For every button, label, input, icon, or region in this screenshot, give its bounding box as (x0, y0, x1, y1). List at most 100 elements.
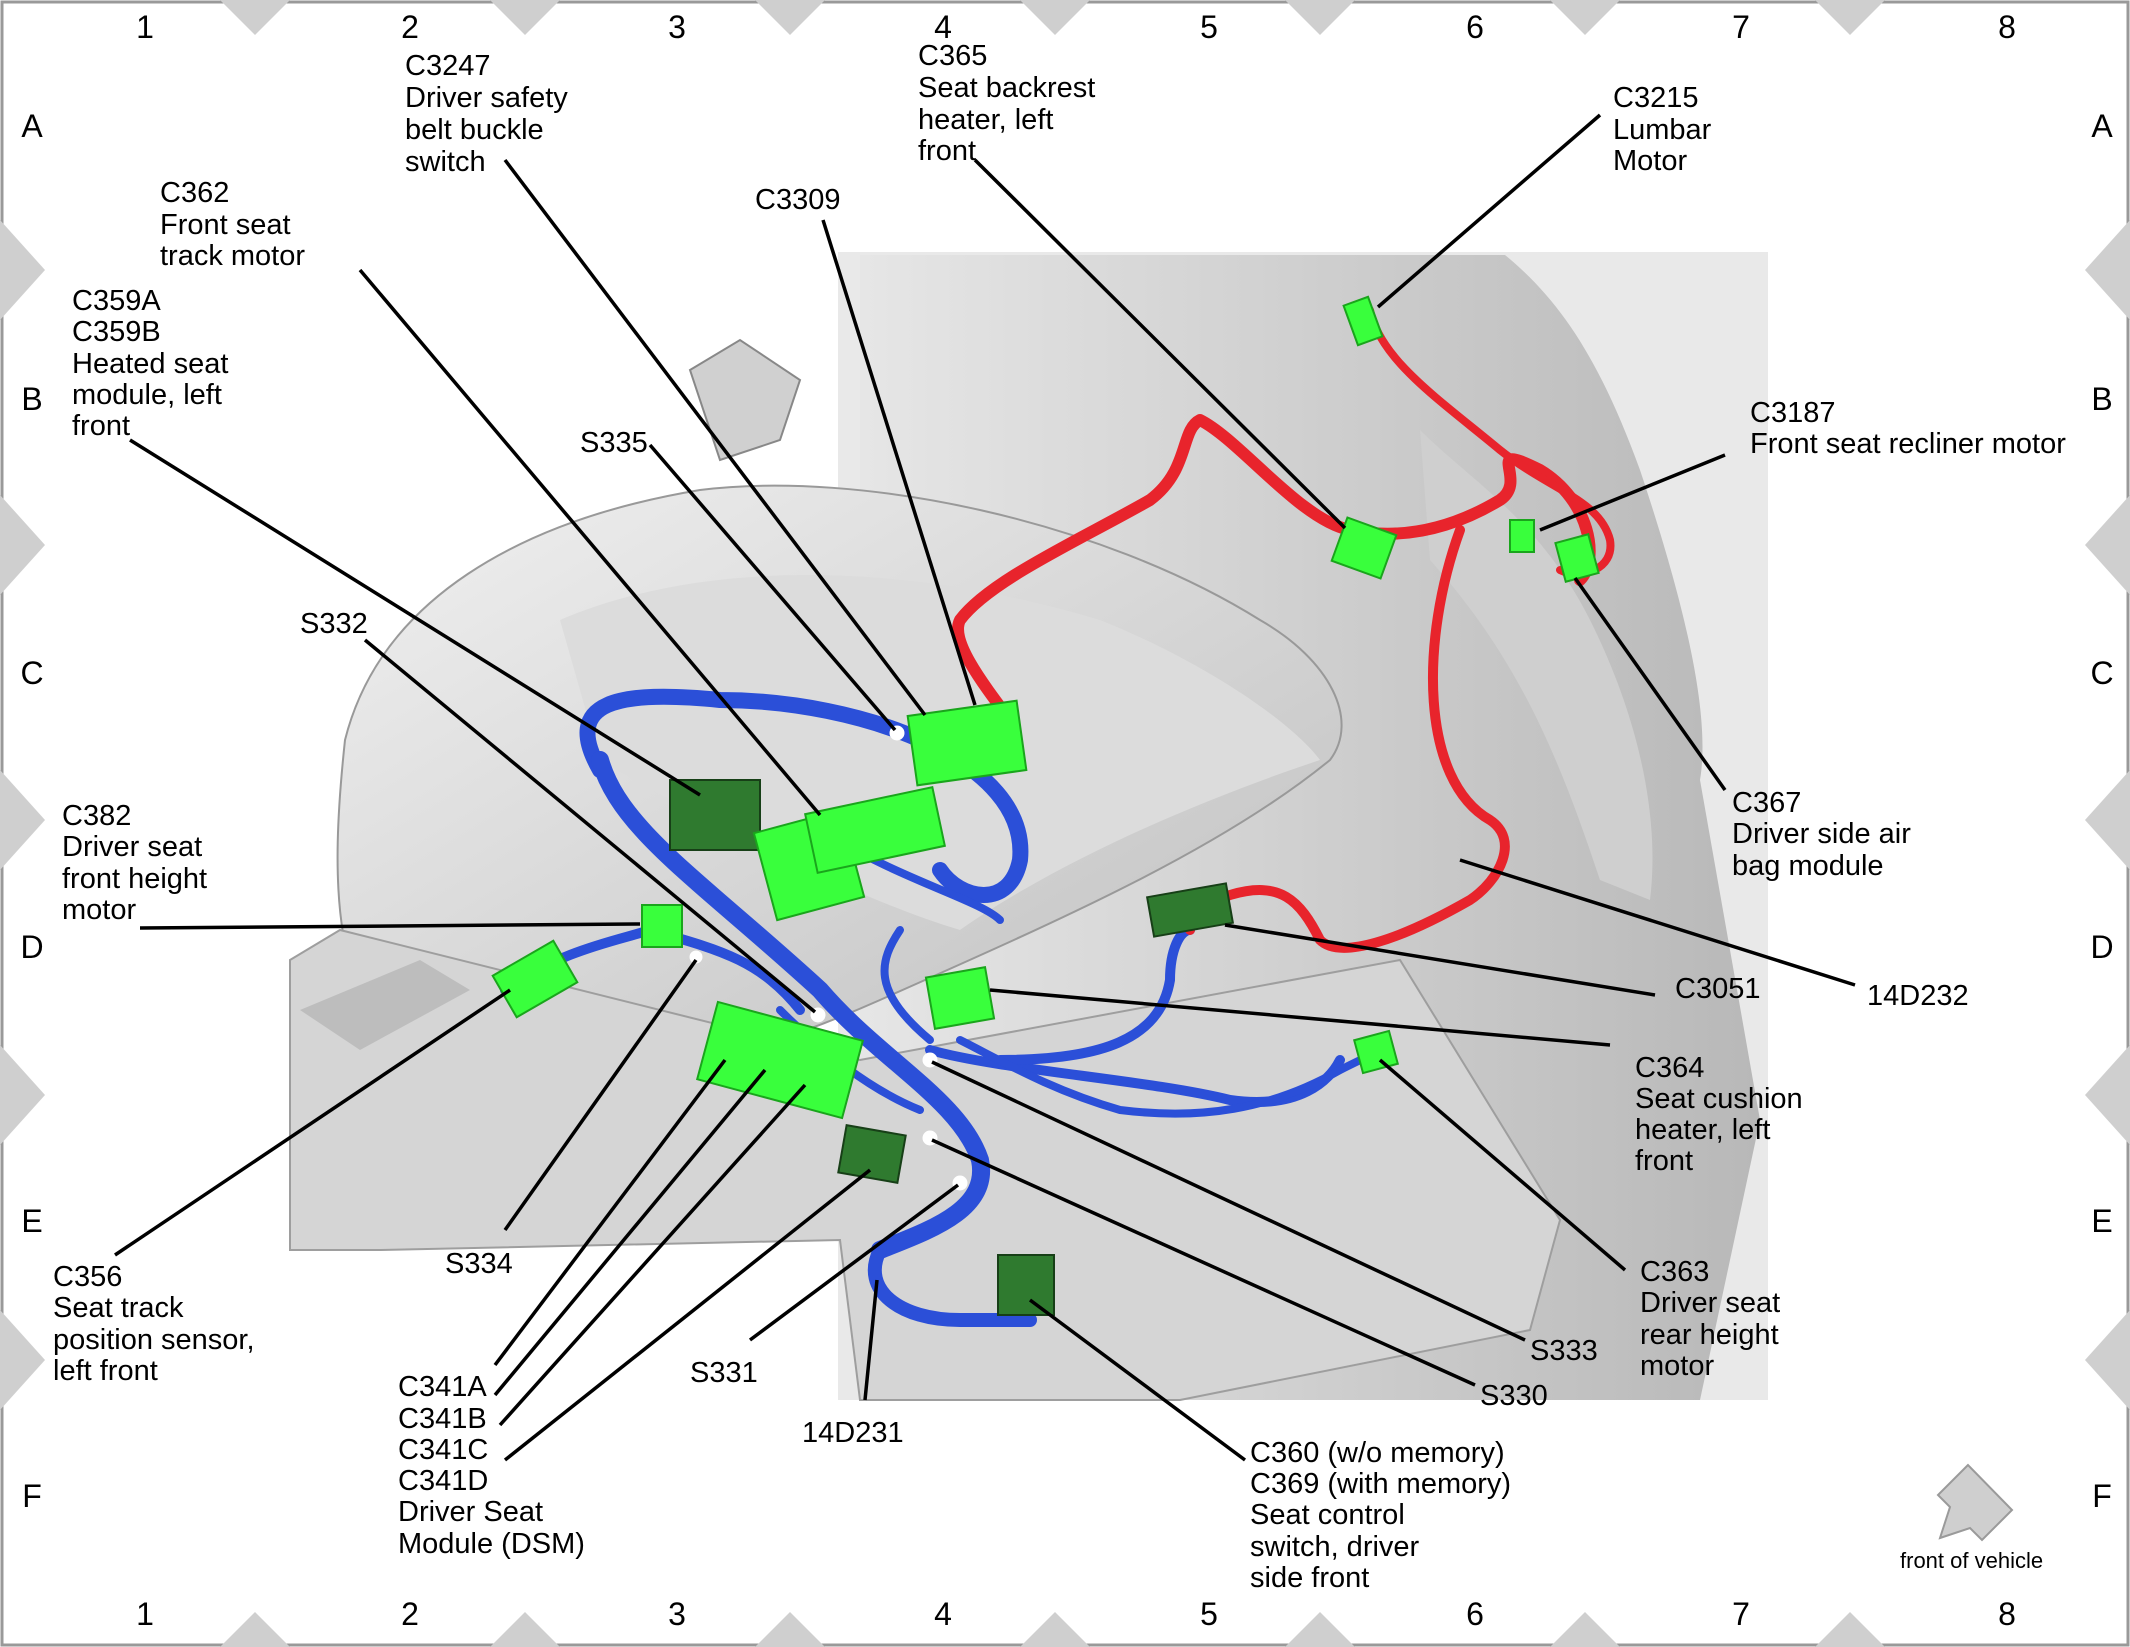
label-c359-line-5: front (72, 410, 130, 442)
label-c3215-line-1: C3215 (1613, 82, 1698, 114)
grid-row-e-right: E (2091, 1203, 2112, 1239)
label-c360-line-3: Seat control (1250, 1499, 1405, 1531)
label-c367-line-3: bag module (1732, 850, 1884, 882)
label-c360-line-5: side front (1250, 1562, 1369, 1594)
label-14d232: 14D232 (1867, 980, 1969, 1012)
harness-14d232 (952, 306, 1615, 953)
label-s335: S335 (580, 427, 648, 459)
label-c364-line-3: heater, left (1635, 1114, 1770, 1146)
seat-track-rail (300, 960, 470, 1050)
connector-c359a (669, 779, 761, 851)
label-c363-line-4: motor (1640, 1350, 1714, 1382)
label-s331: S331 (690, 1357, 758, 1389)
label-s332: S332 (300, 608, 368, 640)
seat-side-bolster (1420, 430, 1653, 900)
label-c362-line-3: track motor (160, 240, 305, 272)
connector-c362 (803, 785, 947, 875)
grid-row-d-right: D (2090, 929, 2113, 965)
front-of-vehicle-label: front of vehicle (1900, 1548, 2043, 1573)
leader-c365 (973, 158, 1347, 530)
grid-col-5-top: 5 (1200, 9, 1218, 45)
label-c341-line-3: C341C (398, 1434, 488, 1466)
grid-col-5-bottom: 5 (1200, 1596, 1218, 1632)
label-c356-line-2: Seat track (53, 1292, 184, 1324)
label-c382: C382 Driver seat front height motor (62, 800, 215, 926)
label-c365-line-4: front (918, 135, 976, 167)
grid-col-7-bottom: 7 (1732, 1596, 1750, 1632)
label-c360-line-4: switch, driver (1250, 1531, 1420, 1563)
leader-c3051 (1224, 923, 1656, 997)
grid-row-a-left: A (21, 108, 43, 144)
leader-c3247 (503, 158, 927, 717)
label-14d232-line-1: 14D232 (1867, 980, 1969, 1012)
label-c3247-line-2: Driver safety (405, 82, 568, 114)
leader-c362 (358, 268, 822, 817)
label-c362-line-1: C362 (160, 177, 229, 209)
grid-col-4-top: 4 (934, 9, 952, 45)
grid-col-3-bottom: 3 (668, 1596, 686, 1632)
label-c356-line-4: left front (53, 1355, 158, 1387)
grid-col-2-top: 2 (401, 9, 419, 45)
label-c382-line-4: motor (62, 894, 136, 926)
label-s330-line-1: S330 (1480, 1380, 1548, 1412)
label-c356: C356 Seat track position sensor, left fr… (53, 1261, 263, 1387)
leader-c356 (114, 988, 511, 1257)
leader-c367 (1573, 576, 1727, 792)
label-c3187-line-2: Front seat recliner motor (1750, 428, 2066, 460)
grid-col-4-bottom: 4 (934, 1596, 952, 1632)
label-c341-line-4: C341D (398, 1465, 488, 1497)
label-c356-line-3: position sensor, (53, 1324, 255, 1356)
seat-illustration (289, 252, 1768, 1401)
label-c359-line-3: Heated seat (72, 348, 228, 380)
label-c3051: C3051 (1675, 973, 1760, 1005)
connector-c341d (837, 1123, 907, 1185)
grid-row-f-left: F (22, 1478, 42, 1514)
label-c363-line-3: rear height (1640, 1319, 1779, 1351)
label-c3247: C3247 Driver safety belt buckle switch (405, 50, 576, 178)
grid-column-labels-bottom: 1 2 3 4 5 6 7 8 (136, 1596, 2016, 1632)
label-c3309: C3309 (755, 184, 840, 216)
leader-c341a (493, 1058, 727, 1367)
leader-lines (114, 113, 1856, 1462)
label-c360: C360 (w/o memory) C369 (with memory) Sea… (1250, 1437, 1519, 1594)
label-s333: S333 (1530, 1335, 1598, 1367)
harness-14d231 (500, 688, 1389, 1327)
connector-c364 (924, 966, 996, 1030)
connector-c3309 (906, 699, 1028, 787)
label-c365-line-1: C365 (918, 40, 987, 72)
label-c359-line-1: C359A (72, 285, 161, 317)
label-c3187-line-1: C3187 (1750, 397, 1835, 429)
front-of-vehicle-indicator: front of vehicle (1900, 1463, 2043, 1573)
belt-buckle (688, 338, 802, 462)
label-s331-line-1: S331 (690, 1357, 758, 1389)
label-c363: C363 Driver seat rear height motor (1640, 1256, 1788, 1382)
label-c359: C359A C359B Heated seat module, left fro… (72, 285, 236, 442)
grid-row-a-right: A (2091, 108, 2113, 144)
label-c3051-line-1: C3051 (1675, 973, 1760, 1005)
leader-s331 (748, 1183, 960, 1342)
grid-col-8-bottom: 8 (1998, 1596, 2016, 1632)
grid-row-labels-left: A B C D E F (20, 108, 43, 1514)
leader-c360 (1028, 1298, 1247, 1462)
leader-c341d (503, 1168, 872, 1462)
connector-c363 (1352, 1029, 1400, 1075)
leader-14d232 (1459, 858, 1856, 987)
label-c3247-line-4: switch (405, 146, 486, 178)
connector-c367 (1554, 533, 1600, 583)
connector-c360 (997, 1254, 1055, 1316)
grid-col-6-top: 6 (1466, 9, 1484, 45)
label-c3187: C3187 Front seat recliner motor (1750, 397, 2066, 460)
callout-labels: C3247 Driver safety belt buckle switch C… (53, 40, 2066, 1594)
grid-col-7-top: 7 (1732, 9, 1750, 45)
label-c3247-line-1: C3247 (405, 50, 490, 82)
grid-row-f-right: F (2092, 1478, 2112, 1514)
connector-c356 (491, 939, 579, 1019)
label-c359-line-2: C359B (72, 316, 161, 348)
connector-c382 (641, 904, 683, 948)
label-c341-line-2: C341B (398, 1403, 487, 1435)
leader-c341b (493, 1068, 767, 1397)
grid-col-8-top: 8 (1998, 9, 2016, 45)
leader-s334 (503, 958, 698, 1232)
